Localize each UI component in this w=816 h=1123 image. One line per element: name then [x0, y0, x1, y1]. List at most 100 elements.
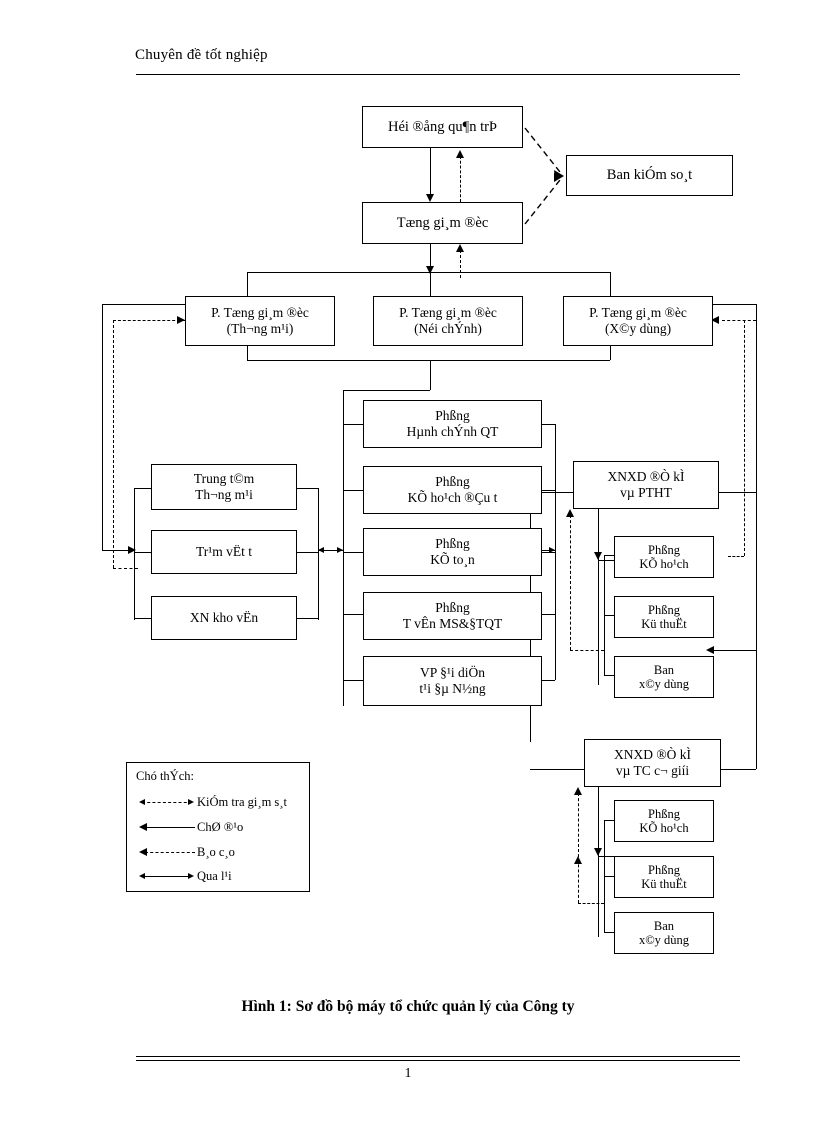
node-deputy-commerce: P. Tæng gi¸m ®èc (Th¬ng m¹i)	[185, 296, 335, 346]
node-deputy-construction-line2: (X©y dùng)	[604, 321, 672, 336]
legend-row-4: Qua l¹i	[127, 867, 311, 889]
mid-bus-stub-4	[343, 614, 363, 615]
node-xnxd-tc-line1: XNXD ®Ò kÌ	[614, 747, 691, 763]
right-report-in	[722, 320, 756, 321]
node-mid-4: Phßng T vÊn MS&§TQT	[363, 592, 542, 640]
node-tc-1: Phßng KÕ ho¹ch	[614, 800, 714, 842]
node-ptht-2-line1: Phßng	[648, 602, 680, 617]
legend-arrow-3-left	[139, 847, 147, 856]
tc-right-riser	[756, 650, 757, 769]
node-deputy-internal-line1: P. Tæng gi¸m ®èc	[399, 305, 497, 321]
node-deputy-internal: P. Tæng gi¸m ®èc (Néi chÝnh)	[373, 296, 523, 346]
left-column-bus	[134, 488, 135, 620]
ptht-left-stub	[530, 492, 573, 493]
legend-line-2	[145, 827, 195, 828]
node-mid-2-line2: KÕ ho¹ch ®Çu t	[407, 490, 498, 505]
legend-arrow-4-right	[188, 872, 194, 879]
node-deputy-internal-line2: (Néi chÝnh)	[414, 321, 482, 336]
node-ptht-1-line1: Phßng	[648, 542, 680, 557]
node-mid-3-line2: KÕ to¸n	[430, 552, 475, 567]
left-collector-stub-3	[297, 618, 318, 619]
ptht-report-bottom	[570, 650, 604, 651]
node-tc-2: Phßng Kü thuËt	[614, 856, 714, 898]
node-mid-1: Phßng Hµnh chÝnh QT	[363, 400, 542, 448]
node-tc-1-line2: KÕ ho¹ch	[639, 821, 689, 835]
node-ptht-1: Phßng KÕ ho¹ch	[614, 536, 714, 578]
legend-arrow-1-right	[188, 798, 194, 805]
node-mid-3-line1: Phßng	[435, 536, 470, 552]
deputy-rail-drop-left	[247, 272, 248, 296]
legend-arrow-1-left	[139, 798, 145, 805]
deputy-rail-drop-right	[610, 272, 611, 296]
legend-label-1: KiÓm tra gi¸m s¸t	[197, 795, 287, 809]
mid-collector-stub-2	[542, 490, 555, 491]
ptht-subbus	[598, 509, 599, 685]
node-tc-2-line2: Kü thuËt	[641, 877, 687, 891]
ptht-report-up	[570, 515, 571, 650]
node-board: Héi ®ång qu¶n trÞ	[362, 106, 523, 148]
mid-bus-stub-5	[343, 680, 363, 681]
left-report-down	[113, 320, 114, 568]
mid-bus-cap	[343, 390, 430, 391]
legend-label-4: Qua l¹i	[197, 869, 232, 883]
mid-collector-bus	[555, 424, 556, 680]
node-left-2-line1: Tr¹m vËt t	[195, 544, 253, 560]
node-xnxd-tc-line2: vµ TC c¬ giíi	[615, 763, 690, 778]
legend-arrow-4-left	[139, 872, 145, 879]
legend-title: Chó thÝch:	[136, 769, 194, 783]
node-mid-4-line2: T vÊn MS&§TQT	[402, 616, 503, 631]
node-xnxd-ptht-line2: vµ PTHT	[620, 485, 672, 500]
node-ptht-2: Phßng Kü thuËt	[614, 596, 714, 638]
right-report-down	[744, 320, 745, 556]
arrowhead-left-twoway-left	[318, 546, 324, 553]
arrowhead-tc-report-up	[573, 787, 582, 795]
node-board-line1: Héi ®ång qu¶n trÞ	[387, 118, 497, 135]
arrowhead-left-branch-in	[128, 545, 136, 554]
node-left-1-line1: Trung t©m	[193, 471, 255, 487]
node-mid-2: Phßng KÕ ho¹ch ®Çu t	[363, 466, 542, 514]
node-ptht-3-line1: Ban	[653, 662, 675, 677]
edge-gd-to-board	[460, 156, 461, 202]
left-branch-down	[102, 304, 103, 550]
node-inspection-board: Ban kiÓm so¸t	[566, 155, 733, 196]
node-general-director: Tæng gi¸m ®èc	[362, 202, 523, 244]
node-general-director-line1: Tæng gi¸m ®èc	[396, 214, 489, 231]
node-inspection-board-line1: Ban kiÓm so¸t	[606, 167, 693, 184]
legend-line-4	[142, 876, 192, 877]
arrowhead-ptht-subbus	[593, 552, 602, 560]
tc-subbus	[598, 787, 599, 937]
tc-report-bottom	[578, 903, 604, 904]
node-ptht-3-line2: x©y dùng	[638, 677, 690, 691]
arrowhead-mid-twoway-right	[549, 546, 555, 553]
legend-box: Chó thÝch: KiÓm tra gi¸m s¸t ChØ ®¹o B¸o…	[126, 762, 310, 892]
tc-unit-stub-2	[604, 876, 614, 877]
legend-label-3: B¸o c¸o	[197, 845, 235, 859]
node-left-1: Trung t©m Th¬ng m¹i	[151, 464, 297, 510]
left-bus-stub-2	[134, 552, 151, 553]
node-mid-2-line1: Phßng	[435, 474, 470, 490]
arrowhead-left-twoway-right	[337, 546, 343, 553]
right-branch-down	[756, 304, 757, 650]
node-deputy-commerce-line2: (Th¬ng m¹i)	[226, 321, 294, 336]
node-xnxd-ptht-line1: XNXD ®Ò kÌ	[607, 469, 685, 485]
node-deputy-construction-line1: P. Tæng gi¸m ®èc	[589, 305, 687, 321]
node-ptht-3: Ban x©y dùng	[614, 656, 714, 698]
arrowhead-rail-to-gd	[455, 244, 464, 252]
legend-line-3	[145, 852, 195, 853]
mid-bus-stub-2	[343, 490, 363, 491]
tc-left-stub	[530, 769, 584, 770]
mid-collector-stub-3	[542, 552, 555, 553]
ptht-unit-stub-1	[604, 555, 614, 556]
page-number: 1	[404, 1066, 412, 1081]
legend-line-1	[142, 802, 192, 803]
node-deputy-construction: P. Tæng gi¸m ®èc (X©y dùng)	[563, 296, 713, 346]
node-left-3-line1: XN kho vËn	[189, 610, 259, 626]
left-bus-stub-3	[134, 618, 151, 619]
footer-rule-bottom	[136, 1060, 740, 1061]
mid-collector-stub-1	[542, 424, 555, 425]
node-tc-2-line1: Phßng	[648, 862, 680, 877]
legend-label-2: ChØ ®¹o	[197, 820, 244, 834]
mid-bus-stub-1	[343, 424, 363, 425]
arrowhead-gd-to-rail	[425, 266, 434, 274]
